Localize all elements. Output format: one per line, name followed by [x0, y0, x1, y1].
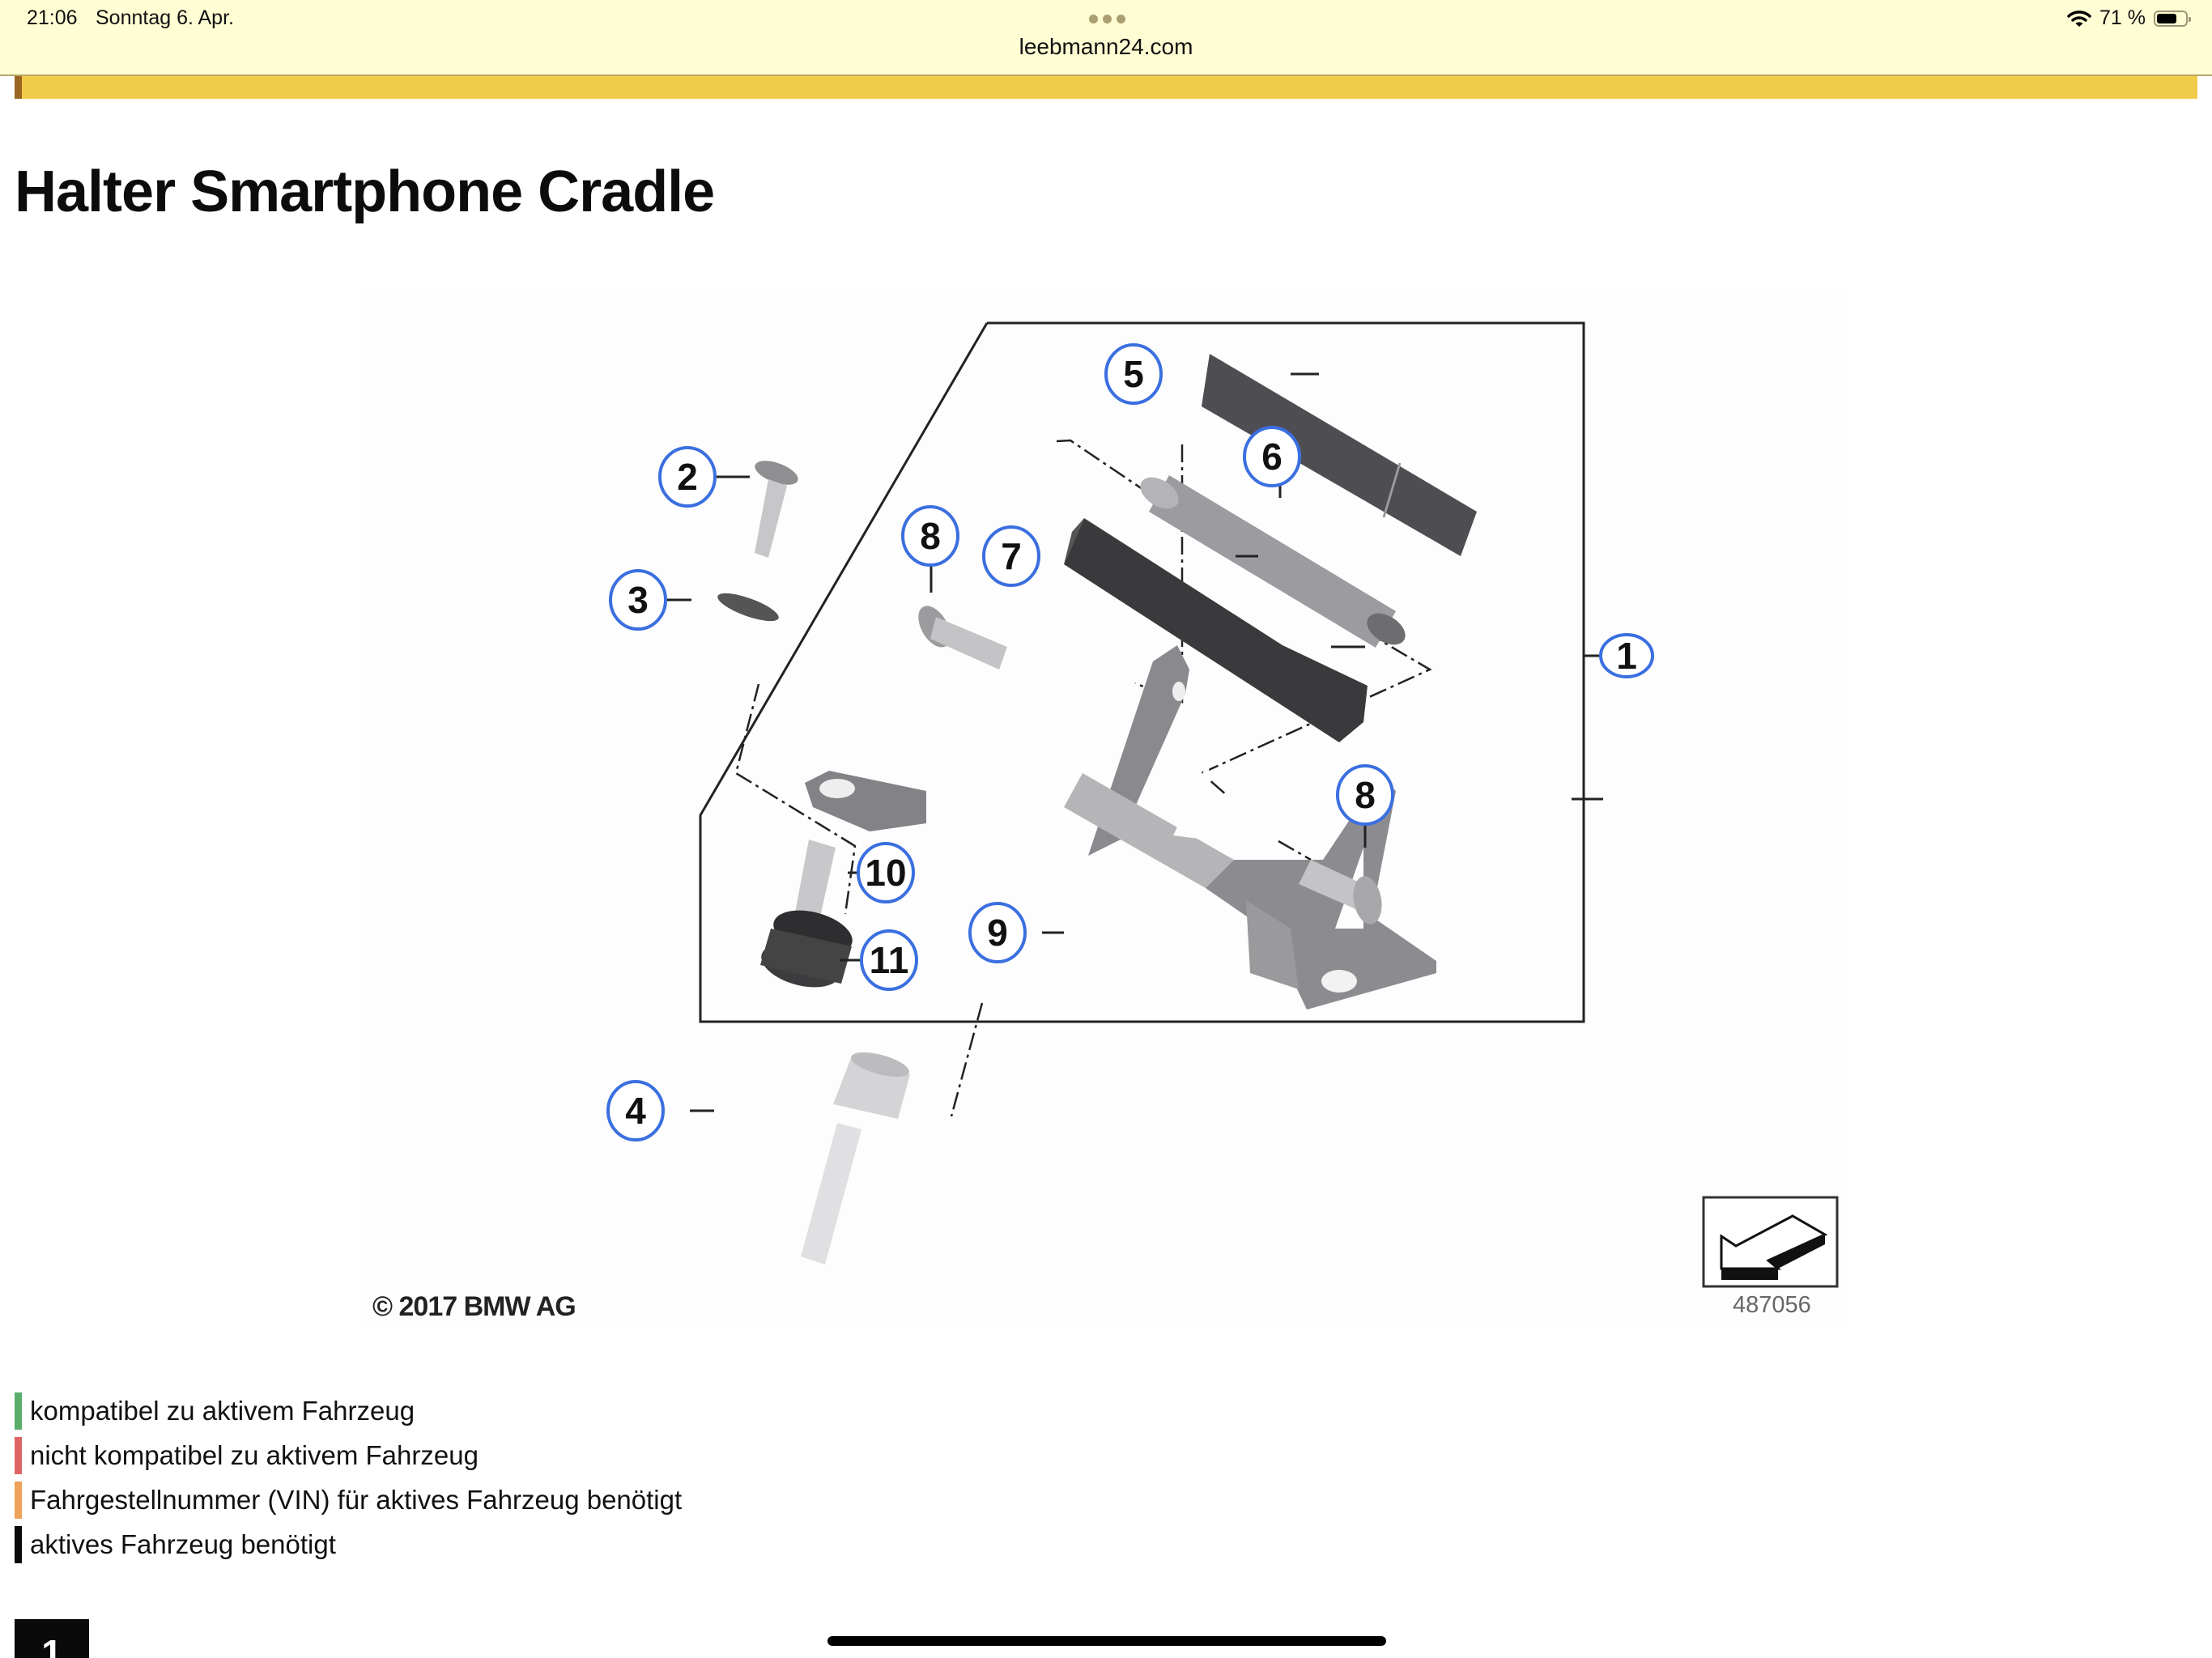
part-screw-right	[1299, 860, 1382, 925]
part-screw-top	[755, 461, 798, 558]
callout-screw[interactable]: 2	[658, 446, 717, 508]
legend-label: aktives Fahrzeug benötigt	[30, 1528, 336, 1559]
compatibility-legend: kompatibel zu aktivem Fahrzeug nicht kom…	[15, 1388, 682, 1567]
callout-label: 10	[865, 852, 906, 894]
callout-ring	[968, 902, 1027, 963]
part-clamp	[1064, 518, 1368, 742]
legend-label: kompatibel zu aktivem Fahrzeug	[30, 1395, 415, 1426]
callouts: 1 2 3 4 5 6 7 8 8 9 10 11	[606, 343, 1654, 1141]
callout-rubber-mount[interactable]: 10	[857, 842, 915, 903]
page-title: Halter Smartphone Cradle	[15, 159, 715, 224]
legend-item-vehicle-required: aktives Fahrzeug benötigt	[15, 1522, 682, 1567]
callout-label: 9	[987, 912, 1008, 954]
callout-label: 1	[1616, 635, 1637, 677]
callout-label: 8	[1355, 774, 1376, 816]
callout-ring	[609, 569, 667, 631]
callout-cover-strip[interactable]: 5	[1104, 343, 1163, 405]
callout-tube[interactable]: 6	[1243, 426, 1301, 487]
battery-percent: 71 %	[2099, 6, 2146, 29]
part-stud-bolt	[801, 1052, 910, 1265]
callout-screw-left[interactable]: 8	[901, 505, 959, 567]
callout-bracket[interactable]: 9	[968, 902, 1027, 963]
diagram-id: 487056	[1733, 1292, 1811, 1318]
part-rubber-mount	[760, 910, 853, 988]
part-spacer	[795, 840, 836, 920]
callout-label: 5	[1123, 353, 1144, 395]
legend-label: nicht kompatibel zu aktivem Fahrzeug	[30, 1439, 479, 1470]
part-position-badge[interactable]: 1	[15, 1619, 89, 1658]
status-bar: 21:06 Sonntag 6. Apr. leebmann24.com 71 …	[0, 0, 2212, 76]
more-dots-icon[interactable]	[1089, 15, 1125, 23]
callout-ring	[901, 505, 959, 567]
header-banner	[15, 76, 2197, 99]
status-date: Sonntag 6. Apr.	[96, 6, 234, 29]
callout-label: 2	[677, 456, 698, 498]
callout-ring	[1104, 343, 1163, 405]
callout-ring	[1336, 764, 1394, 826]
legend-label: Fahrgestellnummer (VIN) für aktives Fahr…	[30, 1484, 683, 1515]
view-direction-icon	[1702, 1196, 1839, 1288]
legend-color-bar	[15, 1481, 22, 1519]
callout-label: 11	[870, 939, 909, 981]
legend-item-not-compatible: nicht kompatibel zu aktivem Fahrzeug	[15, 1433, 682, 1477]
battery-icon	[2154, 10, 2191, 27]
part-tube	[1140, 475, 1406, 648]
legend-color-bar	[15, 1436, 22, 1474]
legend-item-compatible: kompatibel zu aktivem Fahrzeug	[15, 1388, 682, 1433]
callout-label: 6	[1261, 436, 1283, 478]
diagram-copyright: © 2017 BMW AG	[372, 1291, 576, 1322]
part-cover-strip	[1202, 354, 1477, 556]
callout-ring	[658, 446, 717, 508]
home-indicator[interactable]	[827, 1636, 1386, 1646]
parts-diagram-svg: 1 2 3 4 5 6 7 8 8 9 10 11	[606, 321, 1839, 1288]
callout-screw-right[interactable]: 8	[1336, 764, 1394, 826]
callout-ring	[1243, 426, 1301, 487]
callout-stud-bolt[interactable]: 4	[606, 1080, 665, 1141]
callout-ring	[860, 929, 918, 991]
callout-ring	[982, 525, 1040, 587]
parts-diagram[interactable]: 1 2 3 4 5 6 7 8 8 9 10 11	[359, 289, 1848, 1326]
callout-label: 8	[920, 515, 941, 557]
url-bar[interactable]: leebmann24.com	[1019, 34, 1193, 59]
callout-label: 3	[627, 579, 649, 621]
legend-color-bar	[15, 1392, 22, 1430]
assembly-frame	[699, 321, 1585, 1023]
callout-label: 7	[1001, 535, 1022, 577]
callout-washer[interactable]: 3	[609, 569, 667, 631]
legend-item-vin-required: Fahrgestellnummer (VIN) für aktives Fahr…	[15, 1477, 682, 1522]
callout-frame-assembly[interactable]: 1	[1599, 633, 1654, 678]
callout-label: 4	[625, 1090, 646, 1132]
callout-clamp-piece[interactable]: 7	[982, 525, 1040, 587]
status-right: 71 %	[2067, 6, 2191, 30]
callout-ring	[1599, 633, 1654, 678]
callout-ring	[857, 842, 915, 903]
callout-ring	[606, 1080, 665, 1141]
wifi-icon	[2067, 10, 2091, 27]
callout-spacer-sleeve[interactable]: 11	[860, 929, 918, 991]
battery-fill	[2157, 13, 2177, 23]
part-screw-left	[918, 606, 1007, 670]
banner-tab	[15, 76, 22, 99]
status-time: 21:06	[27, 6, 78, 29]
legend-color-bar	[15, 1525, 22, 1563]
part-washer	[717, 593, 779, 622]
